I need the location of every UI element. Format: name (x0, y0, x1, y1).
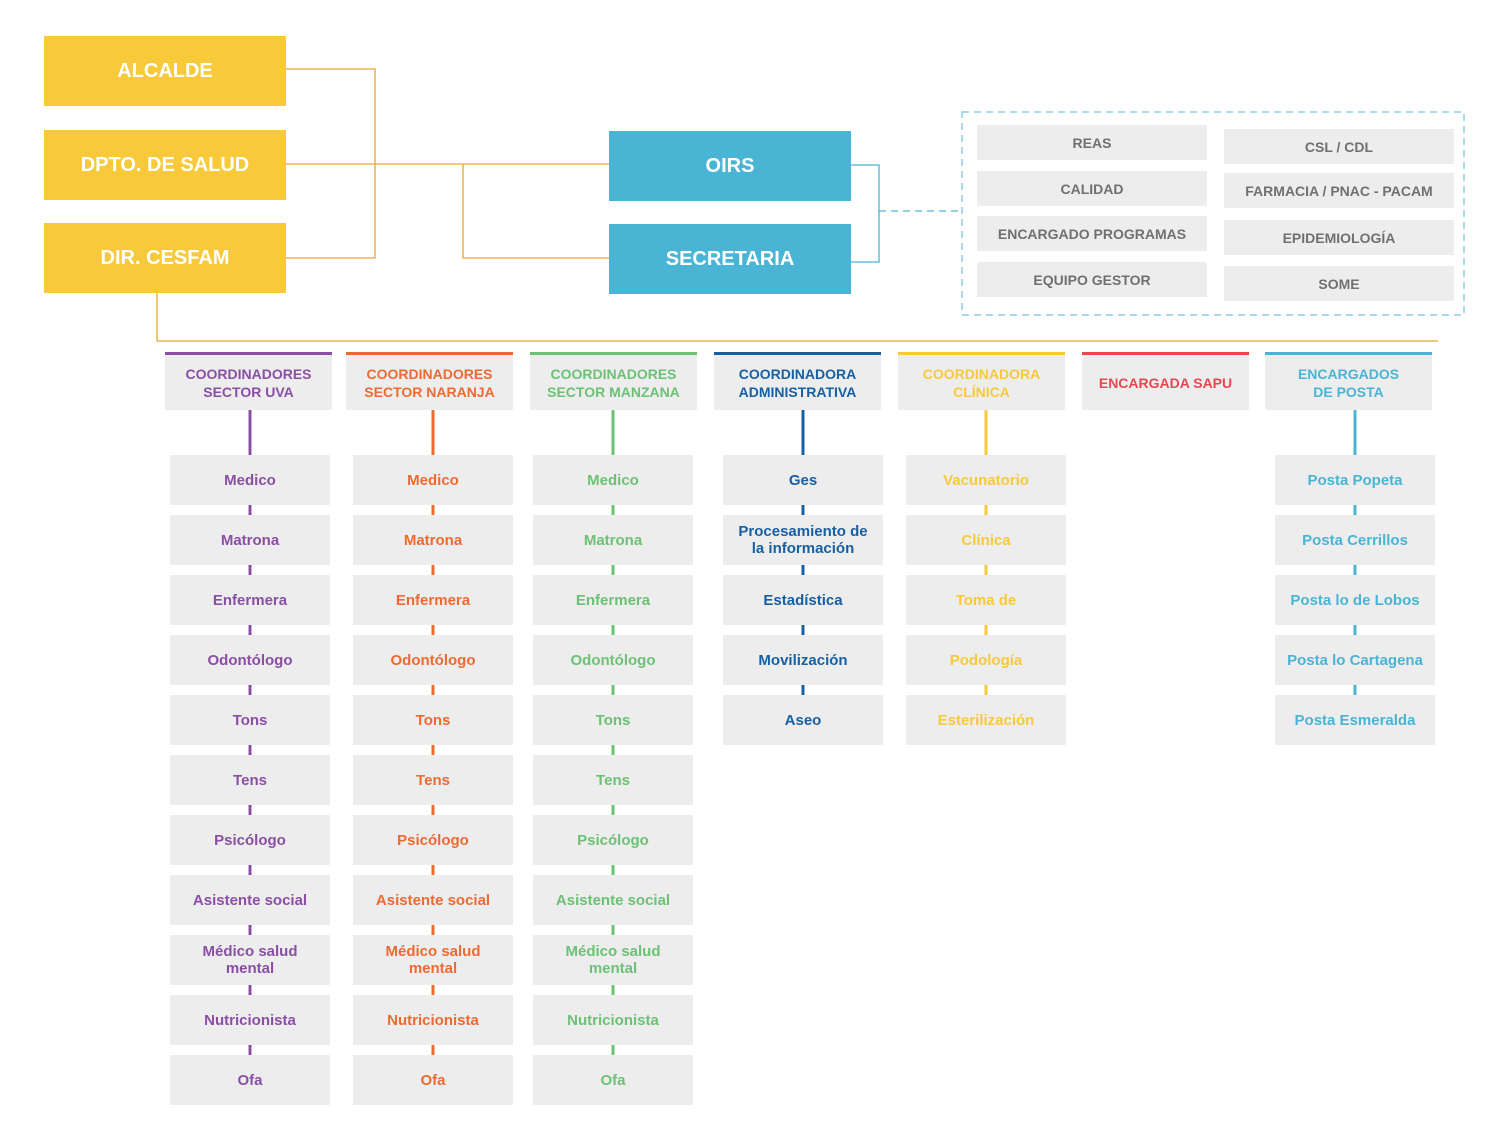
column-item-posta: Posta Esmeralda (1275, 695, 1435, 745)
oirs-box: OIRS (609, 131, 851, 201)
column-item-naranja: Tens (353, 755, 513, 805)
column-item-naranja: Matrona (353, 515, 513, 565)
column-item-uva: Odontólogo (170, 635, 330, 685)
connector-cesfam-columns (156, 293, 1438, 342)
side-item-encargado-programas: ENCARGADO PROGRAMAS (977, 216, 1207, 251)
column-item-uva: Matrona (170, 515, 330, 565)
column-item-manzana: Psicólogo (533, 815, 693, 865)
column-item-naranja: Ofa (353, 1055, 513, 1105)
column-item-manzana: Asistente social (533, 875, 693, 925)
column-header-uva: COORDINADORES SECTOR UVA (165, 352, 332, 410)
column-item-naranja: Enfermera (353, 575, 513, 625)
column-item-manzana: Ofa (533, 1055, 693, 1105)
side-item-reas: REAS (977, 125, 1207, 160)
column-header-administrativa: COORDINADORA ADMINISTRATIVA (714, 352, 881, 410)
connector-oirs-bracket (851, 164, 880, 263)
column-item-administrativa: Aseo (723, 695, 883, 745)
column-item-naranja: Asistente social (353, 875, 513, 925)
column-item-manzana: Nutricionista (533, 995, 693, 1045)
column-item-naranja: Tons (353, 695, 513, 745)
column-item-naranja: Médico salud mental (353, 935, 513, 985)
dpto-salud-label: DPTO. DE SALUD (80, 153, 250, 176)
column-item-manzana: Odontólogo (533, 635, 693, 685)
column-item-uva: Psicólogo (170, 815, 330, 865)
column-item-administrativa: Movilización (723, 635, 883, 685)
column-item-uva: Medico (170, 455, 330, 505)
column-item-manzana: Medico (533, 455, 693, 505)
column-header-naranja: COORDINADORES SECTOR NARANJA (346, 352, 513, 410)
column-item-manzana: Médico salud mental (533, 935, 693, 985)
column-item-naranja: Medico (353, 455, 513, 505)
side-panel: REAS CALIDAD ENCARGADO PROGRAMAS EQUIPO … (962, 112, 1464, 315)
column-item-uva: Médico salud mental (170, 935, 330, 985)
column-item-posta: Posta Popeta (1275, 455, 1435, 505)
alcalde-label: ALCALDE (117, 59, 213, 82)
column-item-uva: Nutricionista (170, 995, 330, 1045)
column-item-manzana: Tons (533, 695, 693, 745)
column-item-administrativa: Estadística (723, 575, 883, 625)
column-item-uva: Asistente social (170, 875, 330, 925)
dir-cesfam-box: DIR. CESFAM (44, 223, 286, 293)
side-item-epidemiologia: EPIDEMIOLOGÍA (1224, 220, 1454, 255)
column-item-clinica: Clínica (906, 515, 1066, 565)
column-header-clinica: COORDINADORA CLÍNICA (898, 352, 1065, 410)
column-item-clinica: Podología (906, 635, 1066, 685)
column-item-manzana: Tens (533, 755, 693, 805)
column-item-posta: Posta lo Cartagena (1275, 635, 1435, 685)
column-item-posta: Posta Cerrillos (1275, 515, 1435, 565)
alcalde-box: ALCALDE (44, 36, 286, 106)
column-item-uva: Tens (170, 755, 330, 805)
side-item-equipo-gestor: EQUIPO GESTOR (977, 262, 1207, 297)
column-item-clinica: Esterilización (906, 695, 1066, 745)
column-item-naranja: Odontólogo (353, 635, 513, 685)
side-item-some: SOME (1224, 266, 1454, 301)
side-item-calidad: CALIDAD (977, 171, 1207, 206)
column-item-naranja: Psicólogo (353, 815, 513, 865)
dir-cesfam-label: DIR. CESFAM (100, 246, 230, 269)
column-item-naranja: Nutricionista (353, 995, 513, 1045)
column-item-clinica: Vacunatorio (906, 455, 1066, 505)
secretaria-box: SECRETARIA (609, 224, 851, 294)
column-header-sapu: ENCARGADA SAPU (1082, 352, 1249, 410)
column-item-uva: Ofa (170, 1055, 330, 1105)
secretaria-label: SECRETARIA (665, 247, 795, 270)
column-item-administrativa: Procesamiento de la información (723, 515, 883, 565)
column-item-manzana: Matrona (533, 515, 693, 565)
column-header-manzana: COORDINADORES SECTOR MANZANA (530, 352, 697, 410)
connector-secretaria (462, 164, 609, 259)
side-item-farmacia: FARMACIA / PNAC - PACAM (1224, 173, 1454, 208)
column-item-manzana: Enfermera (533, 575, 693, 625)
oirs-label: OIRS (705, 154, 755, 177)
side-item-csl-cdl: CSL / CDL (1224, 129, 1454, 164)
column-header-posta: ENCARGADOS DE POSTA (1265, 352, 1432, 410)
column-item-uva: Tons (170, 695, 330, 745)
column-item-clinica: Toma de (906, 575, 1066, 625)
column-item-posta: Posta lo de Lobos (1275, 575, 1435, 625)
column-item-administrativa: Ges (723, 455, 883, 505)
side-panel-border (961, 111, 1465, 316)
column-item-uva: Enfermera (170, 575, 330, 625)
dpto-salud-box: DPTO. DE SALUD (44, 130, 286, 200)
